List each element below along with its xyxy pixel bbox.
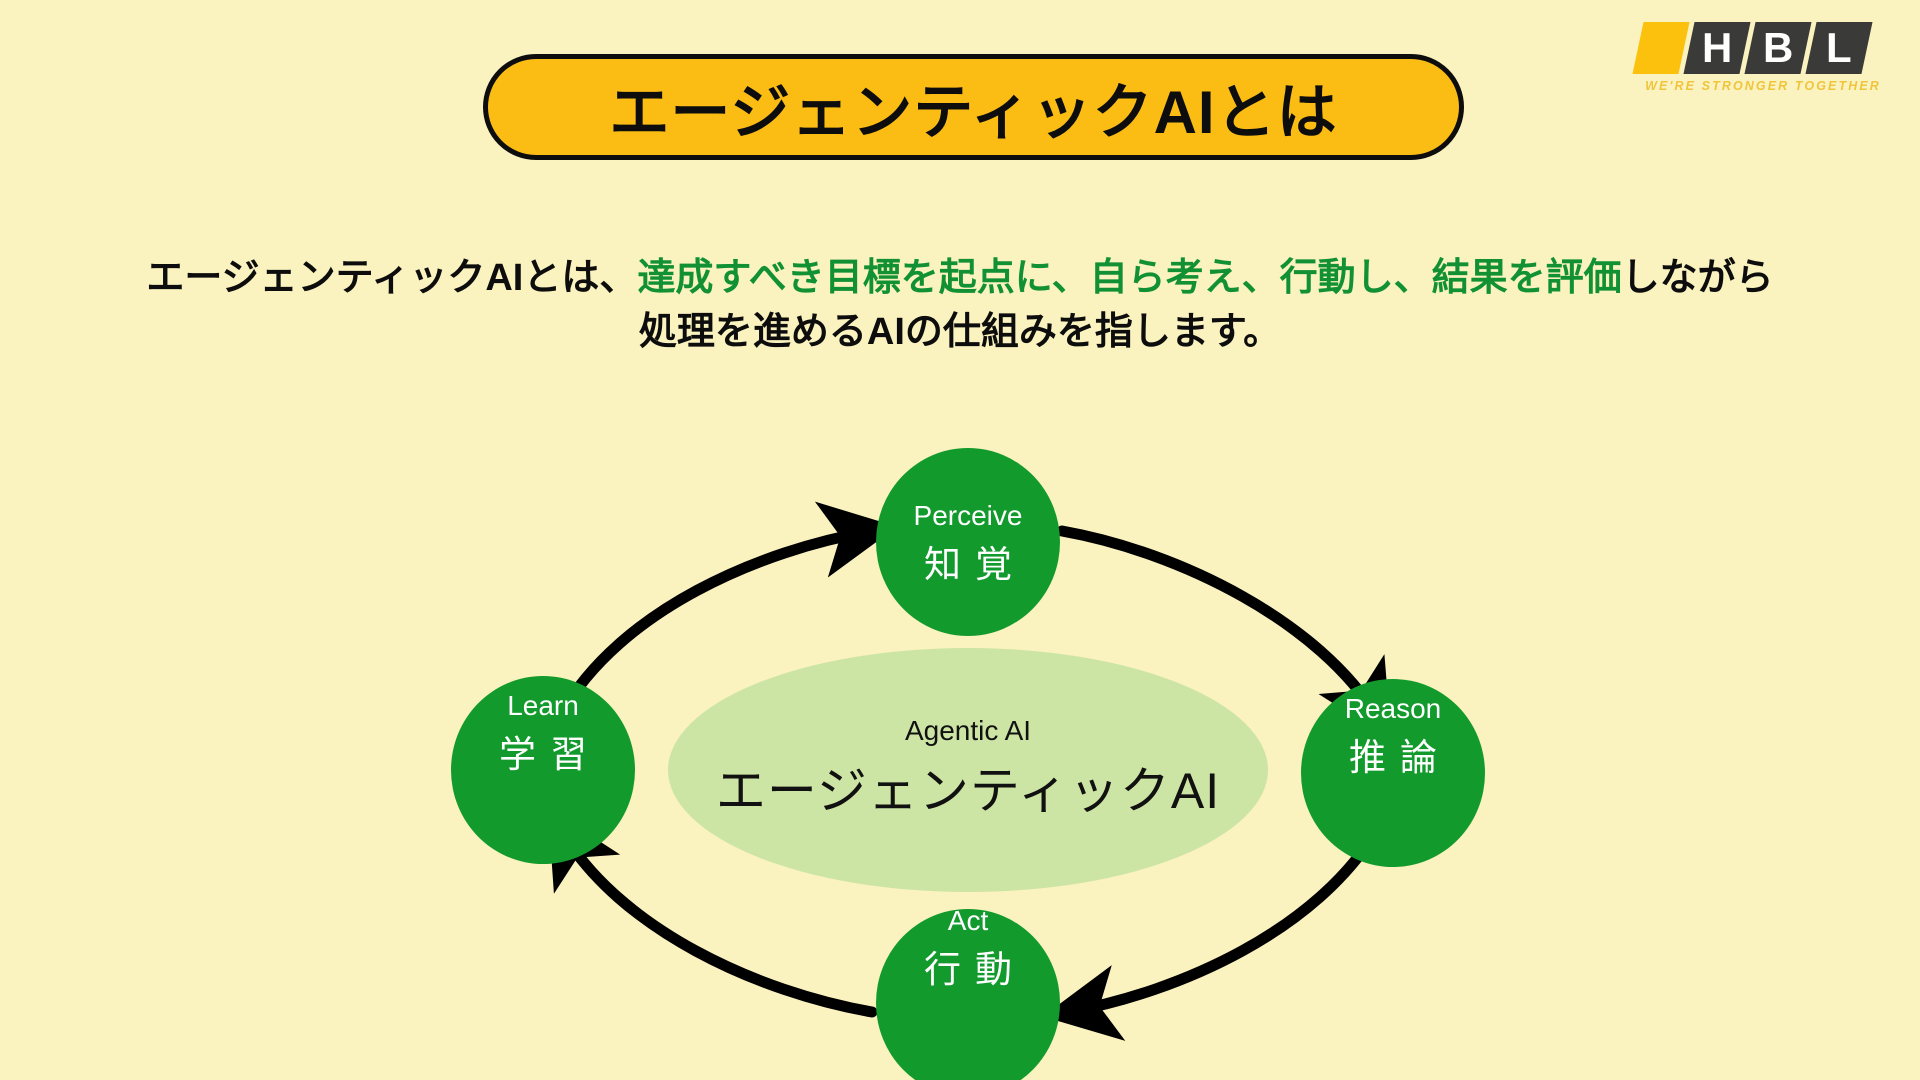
node-perceive-label-jp: 知覚 (924, 544, 1026, 585)
page-title-pill: エージェンティックAIとは (483, 54, 1464, 160)
lead-line-2: 処理を進めるAIの仕組みを指します。 (638, 310, 1282, 353)
node-learn[interactable]: Learn 学習 (451, 676, 635, 864)
page-title: エージェンティックAIとは (609, 78, 1338, 146)
arrow-learn-to-perceive (555, 501, 898, 720)
logo-letter-h: H (1683, 22, 1751, 74)
node-reason-label-en: Reason (1345, 693, 1442, 724)
lead-segment-1: エージェンティックAIとは、 (146, 257, 638, 299)
lead-segment-highlight: 達成すべき目標を起点に、自ら考え、行動し、結果を評価 (637, 257, 1622, 299)
arrow-act-to-learn (547, 807, 878, 1018)
node-reason[interactable]: Reason 推論 (1301, 679, 1485, 867)
node-act-shape (876, 909, 1060, 1080)
core-label-jp: エージェンティックAI (716, 763, 1220, 819)
lead-segment-3: しながら (1621, 257, 1774, 299)
node-reason-label-jp: 推論 (1349, 737, 1451, 778)
logo-marks: H B L (1632, 22, 1888, 74)
node-act-label-jp: 行動 (924, 949, 1026, 990)
logo-letter-l-text: L (1826, 24, 1852, 71)
lead-paragraph: エージェンティックAIとは、達成すべき目標を起点に、自ら考え、行動し、結果を評価… (60, 252, 1860, 360)
node-perceive-label-en: Perceive (914, 500, 1023, 531)
node-reason-shape (1301, 679, 1485, 867)
core-ellipse (668, 648, 1268, 892)
node-perceive-shape (876, 448, 1060, 636)
node-act[interactable]: Act 行動 (876, 905, 1060, 1080)
node-perceive[interactable]: Perceive 知覚 (876, 448, 1060, 636)
logo-letter-b: B (1744, 22, 1812, 74)
node-learn-label-jp: 学習 (499, 734, 601, 775)
logo-tagline: WE'RE STRONGER TOGETHER (1645, 79, 1881, 93)
core-label-en: Agentic AI (905, 715, 1031, 746)
logo-letter-h-text: H (1701, 24, 1733, 71)
logo-letter-l: L (1805, 22, 1873, 74)
logo-accent-block (1632, 22, 1690, 74)
node-act-label-en: Act (948, 905, 989, 936)
node-learn-label-en: Learn (507, 690, 579, 721)
arrow-perceive-to-reason (1056, 525, 1392, 740)
agentic-ai-cycle-diagram: Perceive 知覚 Reason 推論 Act 行動 Learn 学習 Ag… (0, 430, 1920, 1080)
node-learn-shape (451, 676, 635, 864)
hbl-logo: H B L WE'RE STRONGER TOGETHER (1632, 22, 1888, 102)
logo-letter-b-text: B (1762, 24, 1794, 71)
arrow-reason-to-act (1042, 822, 1384, 1041)
